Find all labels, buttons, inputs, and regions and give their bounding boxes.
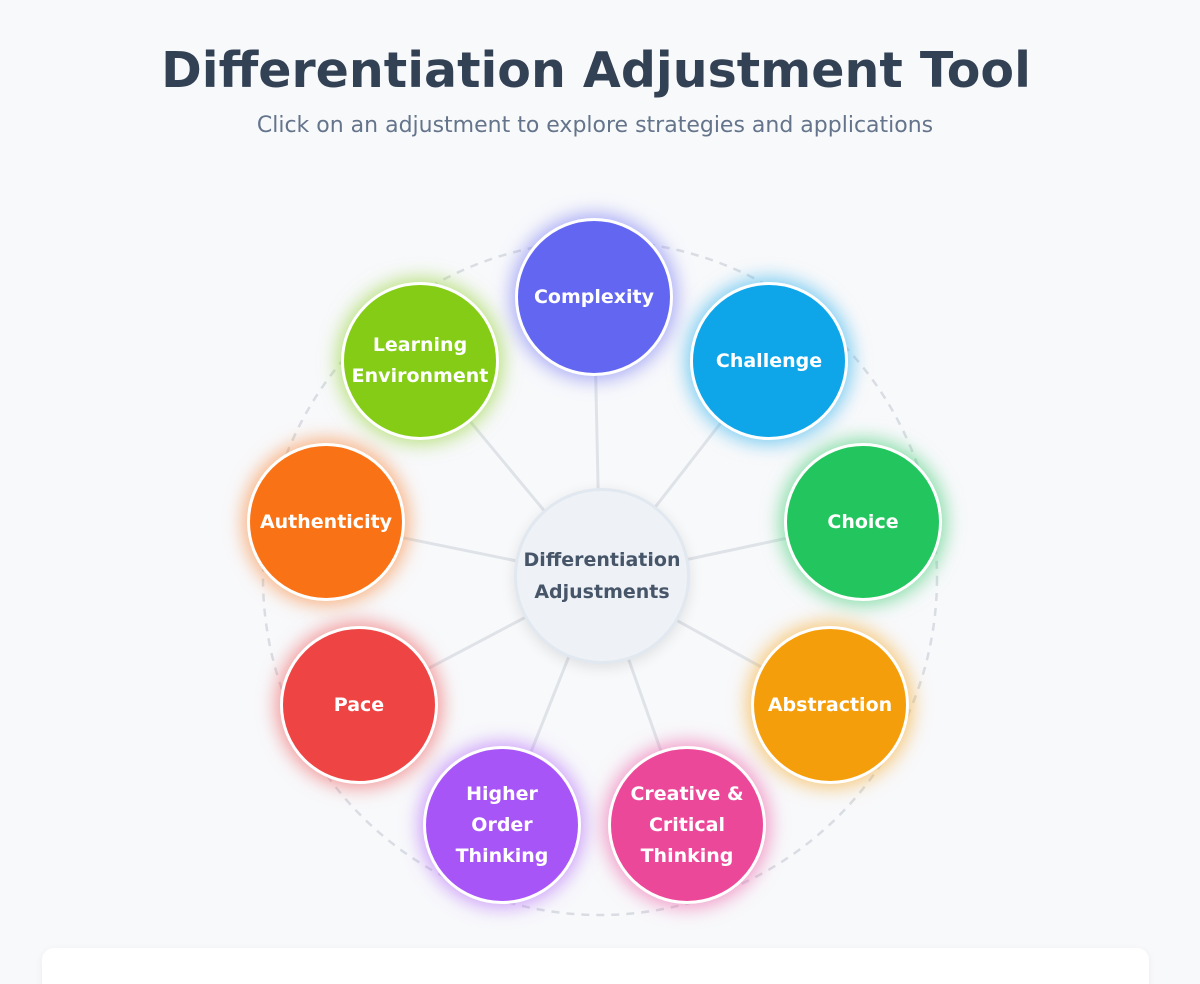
adjustment-label: Abstraction	[767, 693, 893, 716]
adjustment-choice[interactable]: Choice	[784, 443, 942, 601]
adjustment-abstraction[interactable]: Abstraction	[751, 626, 909, 784]
adjustment-challenge[interactable]: Challenge	[690, 282, 848, 440]
adjustment-label: Creative & Critical Thinking	[630, 782, 744, 867]
adjustment-higher-order-thinking[interactable]: Higher Order Thinking	[423, 746, 581, 904]
center-hub-label: Differentiation Adjustments	[523, 549, 681, 603]
adjustment-label: Authenticity	[259, 510, 393, 533]
adjustment-label: Learning Environment	[351, 334, 489, 387]
detail-panel	[42, 948, 1149, 984]
orbit-ring	[261, 239, 939, 917]
adjustment-label: Choice	[827, 510, 899, 533]
adjustment-label: Higher Order Thinking	[455, 782, 549, 867]
adjustment-learning-environment[interactable]: Learning Environment	[341, 282, 499, 440]
adjustment-creative-critical-thinking[interactable]: Creative & Critical Thinking	[608, 746, 766, 904]
adjustment-label: Complexity	[533, 285, 655, 308]
adjustment-label: Pace	[333, 693, 385, 716]
center-hub: Differentiation Adjustments	[514, 488, 690, 664]
adjustment-complexity[interactable]: Complexity	[515, 218, 673, 376]
adjustment-authenticity[interactable]: Authenticity	[247, 443, 405, 601]
adjustment-pace[interactable]: Pace	[280, 626, 438, 784]
adjustment-label: Challenge	[715, 349, 823, 372]
page-title: Differentiation Adjustment Tool	[161, 42, 1031, 99]
page-subtitle: Click on an adjustment to explore strate…	[256, 113, 934, 138]
